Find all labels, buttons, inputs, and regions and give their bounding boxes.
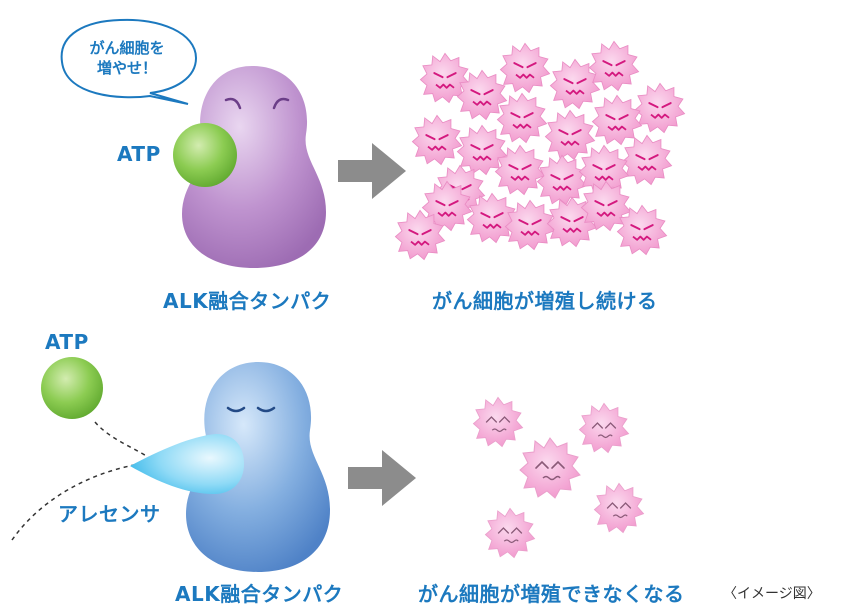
speech-line-2: 増やせ！ bbox=[96, 59, 157, 77]
speech-line-1: がん細胞を bbox=[89, 39, 165, 57]
cancer-cell-sparse bbox=[472, 396, 645, 559]
arrow-right-top bbox=[338, 143, 406, 199]
arrow-right-bottom bbox=[348, 450, 416, 506]
result-label-top: がん細胞が増殖し続ける bbox=[432, 289, 658, 313]
atp-molecule-bound bbox=[173, 123, 237, 187]
protein-label-top: ALK融合タンパク bbox=[163, 289, 332, 313]
atp-blocked-path bbox=[94, 421, 153, 461]
drug-entry-path bbox=[11, 461, 153, 541]
result-label-bottom: がん細胞が増殖できなくなる bbox=[418, 582, 685, 606]
drug-label: アレセンサ bbox=[58, 502, 161, 526]
speech-bubble bbox=[60, 18, 198, 105]
image-caption: 〈イメージ図〉 bbox=[723, 586, 821, 602]
protein-label-bottom: ALK融合タンパク bbox=[175, 582, 344, 606]
alecensa-drug bbox=[130, 434, 244, 494]
atp-label-bottom: ATP bbox=[45, 330, 89, 354]
atp-label-top: ATP bbox=[117, 142, 161, 166]
speech-bubble-text: がん細胞を 増やせ！ bbox=[72, 38, 182, 78]
cancer-cell-cluster bbox=[394, 40, 686, 261]
alk-fusion-protein-active bbox=[182, 66, 326, 268]
alk-fusion-protein-inhibited bbox=[186, 362, 330, 572]
atp-molecule-free bbox=[41, 357, 103, 419]
